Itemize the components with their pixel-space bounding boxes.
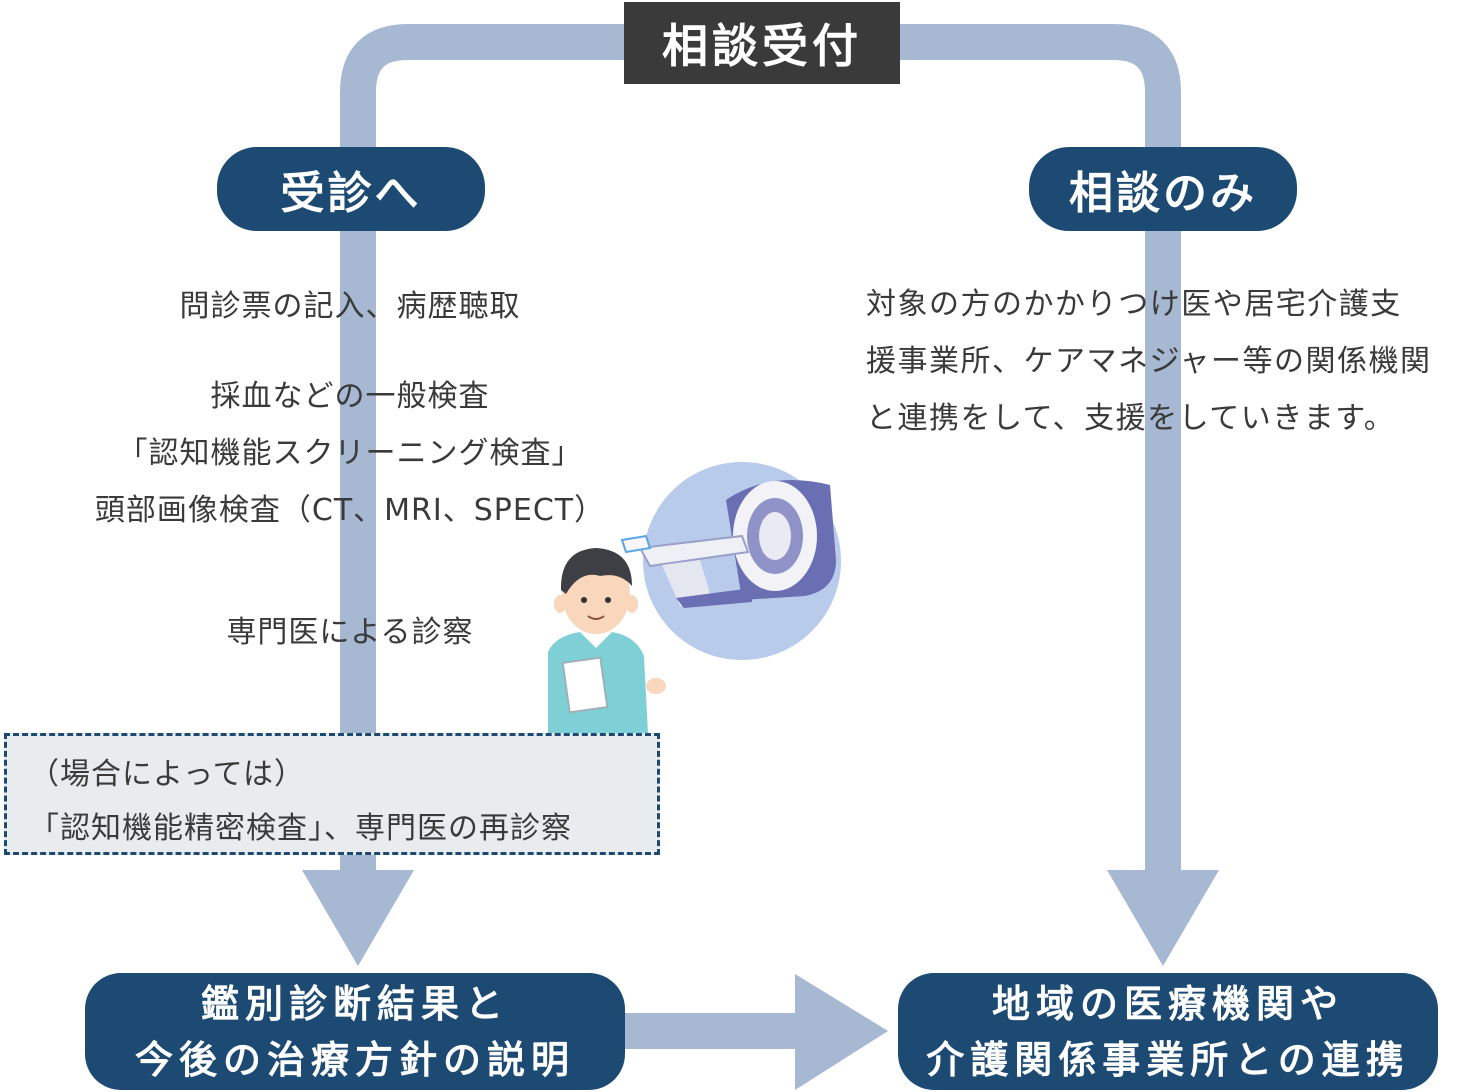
note-detail: 「認知機能精密検査」、専門医の再診察 xyxy=(29,811,572,846)
diagnosis-explanation-box: 鑑別診断結果と 今後の治療方針の説明 xyxy=(85,973,625,1090)
doctor-icon xyxy=(548,548,666,734)
note-condition: （場合によっては） xyxy=(29,757,305,792)
step-imaging-test: 頭部画像検査（CT、MRI、SPECT） xyxy=(94,493,606,528)
description-line: と連携をして、支援をしていきます。 xyxy=(866,401,1396,436)
consultation-reception-title: 相談受付 xyxy=(624,2,900,84)
branch-examination-pill: 受診へ xyxy=(217,147,485,231)
bottom-connector-bar xyxy=(620,1013,800,1049)
step-general-test: 採血などの一般検査 xyxy=(210,379,490,414)
step-screening-test: 「認知機能スクリーニング検査」 xyxy=(117,436,583,471)
step-interview: 問診票の記入、病歴聴取 xyxy=(179,289,521,324)
ct-scanner-icon xyxy=(620,462,841,660)
description-line: 対象の方のかかりつけ医や居宅介護支 xyxy=(866,287,1402,322)
right-down-arrowhead xyxy=(1107,870,1219,966)
branch-consult-only-pill: 相談のみ xyxy=(1029,147,1297,231)
title-text: 相談受付 xyxy=(662,19,862,73)
branch-examination-label: 受診へ xyxy=(280,168,422,219)
right-arrowhead xyxy=(795,974,888,1090)
result-left-line: 鑑別診断結果と xyxy=(200,981,509,1026)
result-right-line: 地域の医療機関や xyxy=(991,981,1344,1026)
result-left-line: 今後の治療方針の説明 xyxy=(134,1037,575,1082)
community-cooperation-box: 地域の医療機関や 介護関係事業所との連携 xyxy=(898,973,1438,1090)
conditional-tests-note: （場合によっては） 「認知機能精密検査」、専門医の再診察 xyxy=(4,733,660,855)
result-right-line: 介護関係事業所との連携 xyxy=(926,1037,1410,1082)
description-line: 援事業所、ケアマネジャー等の関係機関 xyxy=(866,344,1432,379)
consult-only-description: 対象の方のかかりつけ医や居宅介護支 援事業所、ケアマネジャー等の関係機関 と連携… xyxy=(866,276,1466,447)
branch-consult-only-label: 相談のみ xyxy=(1069,168,1257,219)
step-specialist-exam: 専門医による診察 xyxy=(226,615,474,650)
left-down-arrowhead xyxy=(302,870,414,966)
